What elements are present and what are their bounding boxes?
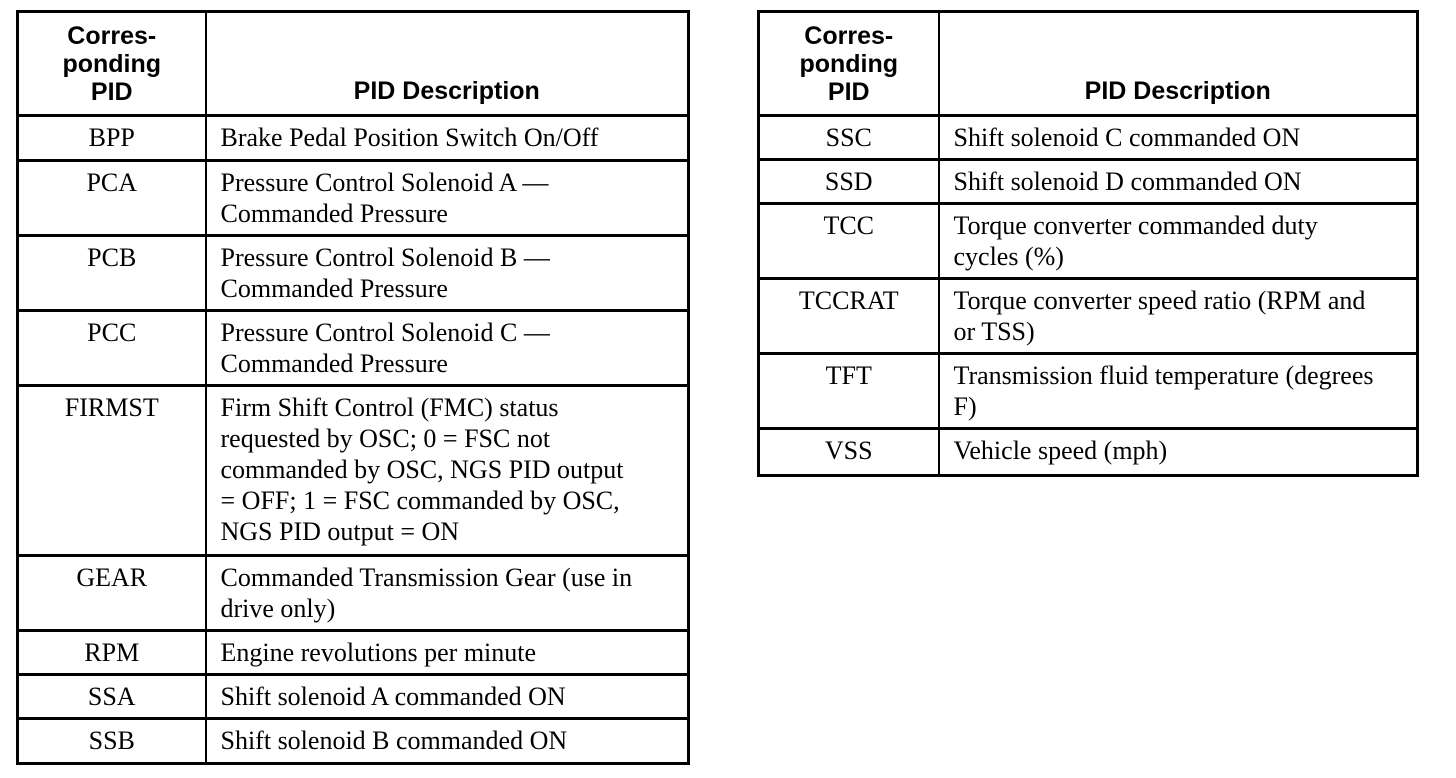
pid-cell: PCB: [16, 234, 207, 312]
pid-cell: VSS: [757, 427, 940, 477]
pid-cell: SSB: [16, 717, 207, 765]
description-cell: Torque converter commanded duty cycles (…: [937, 202, 1419, 280]
description-cell: Shift solenoid D commanded ON: [937, 158, 1419, 205]
header-row: Corres- ponding PID PID Description: [16, 10, 690, 117]
header-row: Corres- ponding PID PID Description: [757, 10, 1419, 117]
description-cell: Firm Shift Control (FMC) status requeste…: [204, 384, 690, 557]
description-cell: Shift solenoid B commanded ON: [204, 717, 690, 765]
description-cell: Pressure Control Solenoid A — Commanded …: [204, 159, 690, 237]
pid-cell: SSD: [757, 158, 940, 205]
description-cell: Commanded Transmission Gear (use in driv…: [204, 554, 690, 632]
pid-cell: TCC: [757, 202, 940, 280]
pid-cell: PCC: [16, 309, 207, 387]
description-cell: Transmission fluid temperature (degrees …: [937, 352, 1419, 430]
pid-cell: BPP: [16, 114, 207, 162]
pid-cell: SSA: [16, 673, 207, 720]
description-cell: Brake Pedal Position Switch On/Off: [204, 114, 690, 162]
description-cell: Shift solenoid A commanded ON: [204, 673, 690, 720]
pid-cell: FIRMST: [16, 384, 207, 557]
pid-cell: GEAR: [16, 554, 207, 632]
pid-cell: PCA: [16, 159, 207, 237]
pid-description-column-header: PID Description: [937, 10, 1419, 117]
pid-cell: SSC: [757, 114, 940, 161]
description-cell: Shift solenoid C commanded ON: [937, 114, 1419, 161]
pid-cell: TFT: [757, 352, 940, 430]
description-cell: Torque converter speed ratio (RPM and or…: [937, 277, 1419, 355]
description-cell: Pressure Control Solenoid B — Commanded …: [204, 234, 690, 312]
corresponding-pid-column-header: Corres- ponding PID: [757, 10, 940, 117]
pid-cell: TCCRAT: [757, 277, 940, 355]
pid-cell: RPM: [16, 629, 207, 676]
description-cell: Pressure Control Solenoid C — Commanded …: [204, 309, 690, 387]
pid-description-column-header: PID Description: [204, 10, 690, 117]
description-cell: Vehicle speed (mph): [937, 427, 1419, 477]
description-cell: Engine revolutions per minute: [204, 629, 690, 676]
corresponding-pid-column-header: Corres- ponding PID: [16, 10, 207, 117]
